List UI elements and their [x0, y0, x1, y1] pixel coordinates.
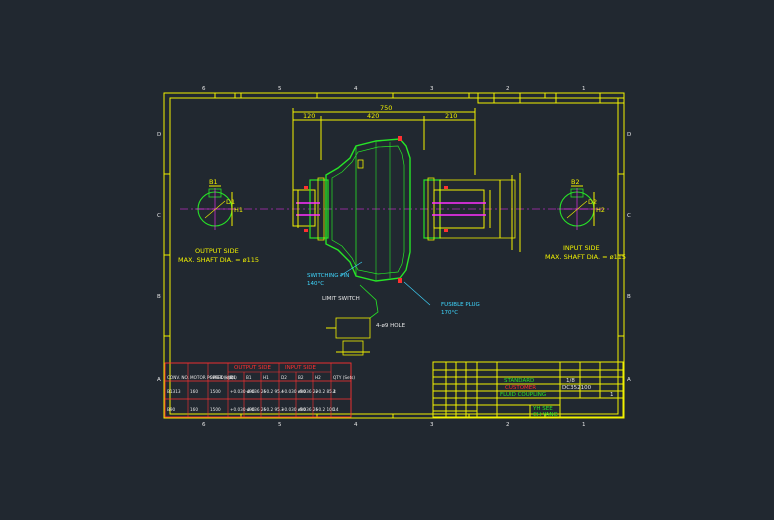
spec-data-cell: +0.030 ø90	[281, 389, 306, 394]
title-standard: STANDARD	[504, 378, 534, 384]
spec-header-cell: QTY (Sets)	[333, 375, 355, 380]
title-scale: 1/8	[566, 378, 575, 384]
spec-data-cell: 2	[333, 389, 336, 394]
spec-data-cell: -0.036 25	[246, 407, 266, 412]
switching-pin-label: SWITCHING PIN	[307, 273, 349, 279]
top-dimensions: 750 120 420 210	[292, 104, 476, 190]
col-label-top: 5	[278, 86, 282, 92]
spec-data-cell: +0.2 95.4	[263, 389, 284, 394]
col-label-bottom: 3	[430, 422, 434, 428]
spec-data-cell: +0.030 ø90	[230, 389, 255, 394]
title-checked: CH YANG	[533, 412, 558, 418]
spec-group-input: INPUT SIDE	[285, 365, 317, 371]
output-side-title: OUTPUT SIDE	[195, 247, 239, 255]
row-label-left: C	[157, 213, 161, 219]
col-label-bottom: 2	[506, 422, 510, 428]
fusible-plug-label: FUSIBLE PLUG	[441, 302, 480, 308]
spec-data-cell: -0.036 25	[246, 389, 266, 394]
row-labels: D C B A D C B A	[157, 132, 631, 383]
spec-data-cell: -0.036 22	[298, 389, 318, 394]
switching-pin-temp: 140°C	[307, 281, 324, 287]
col-label-bottom: 5	[278, 422, 282, 428]
input-h-label: H2	[596, 206, 605, 214]
output-max-shaft: MAX. SHAFT DIA. = ø115	[178, 256, 259, 264]
callouts: SWITCHING PIN 140°C LIMIT SWITCH FUSIBLE…	[307, 261, 480, 356]
spec-header-cell: SPEED (rpm)	[210, 375, 237, 380]
col-label-bottom: 1	[582, 422, 586, 428]
row-label-left: A	[157, 377, 161, 383]
spec-header-cell: MOTOR POWER (kW)	[190, 375, 234, 380]
spec-data-cell: +0.030 ø90	[230, 407, 255, 412]
column-labels: 6 5 4 3 2 1 6 5 4 3 2 1	[202, 86, 586, 428]
title-customer: CUSTOMER	[505, 385, 536, 391]
title-block: STANDARD CUSTOMER FLUID COUPLING 1/8 DC3…	[432, 361, 624, 418]
spec-data-cell: +0.030 ø90	[281, 407, 306, 412]
spec-data-cell: -0.036 25	[298, 407, 318, 412]
output-h-label: H1	[234, 206, 243, 214]
spec-header-cell: H2	[315, 375, 321, 380]
spec-header-cell: D1	[230, 375, 236, 380]
input-b-label: B2	[571, 178, 580, 186]
spec-data-cell: +0.2 95.3	[263, 407, 284, 412]
hole-label: 4-ø9 HOLE	[376, 323, 406, 329]
spec-data-cell: 1500	[210, 407, 221, 412]
row-label-left: D	[157, 132, 161, 138]
spec-header-cell: B2	[298, 375, 304, 380]
input-max-shaft: MAX. SHAFT DIA. = ø115	[545, 253, 626, 261]
row-label-right: C	[627, 213, 631, 219]
coupling-body	[180, 136, 612, 283]
spec-header-cell: D2	[281, 375, 287, 380]
dim-mid: 420	[367, 112, 379, 120]
title-drawing-no: DC352100	[562, 385, 592, 391]
spec-data-cell: B90	[167, 407, 176, 412]
spec-header-cell: H1	[263, 375, 269, 380]
title-approved: YH SEE	[532, 406, 553, 412]
input-side-view: B2 H2 D2 INPUT SIDE MAX. SHAFT DIA. = ø1…	[545, 178, 626, 261]
col-label-top: 3	[430, 86, 434, 92]
output-side-view: B1 H1 D1 OUTPUT SIDE MAX. SHAFT DIA. = ø…	[178, 178, 259, 264]
col-label-bottom: 4	[354, 422, 358, 428]
limit-switch-label: LIMIT SWITCH	[322, 296, 360, 302]
col-label-top: 1	[582, 86, 586, 92]
output-b-label: B1	[209, 178, 218, 186]
col-label-top: 2	[506, 86, 510, 92]
spec-data-cell: 1	[333, 407, 336, 412]
spec-data-cell: 160	[190, 389, 198, 394]
input-side-title: INPUT SIDE	[563, 244, 600, 252]
spec-data-cell: 1500	[210, 389, 221, 394]
spec-table: OUTPUT SIDE INPUT SIDE CONV. NO.MOTOR PO…	[164, 362, 355, 418]
row-label-right: B	[627, 294, 631, 300]
row-label-left: B	[157, 294, 161, 300]
dim-right: 210	[445, 112, 457, 120]
spec-data-cell: +0.2 85.4	[315, 389, 336, 394]
col-label-top: 6	[202, 86, 206, 92]
col-label-top: 4	[354, 86, 358, 92]
dim-left: 120	[303, 112, 315, 120]
spec-header-cell: CONV. NO.	[167, 375, 189, 380]
col-label-bottom: 6	[202, 422, 206, 428]
input-d-label: D2	[588, 198, 597, 206]
spec-data-cell: B1313	[167, 389, 181, 394]
spec-data-cell: 160	[190, 407, 198, 412]
dim-overall: 750	[380, 104, 392, 112]
output-d-label: D1	[226, 198, 235, 206]
title-name: FLUID COUPLING	[500, 392, 546, 398]
title-sheet: 1	[610, 392, 614, 398]
spec-data-cell: +0.2 100.4	[315, 407, 339, 412]
spec-group-output: OUTPUT SIDE	[234, 365, 272, 371]
row-label-right: A	[627, 377, 631, 383]
fusible-plug-temp: 170°C	[441, 310, 458, 316]
row-label-right: D	[627, 132, 631, 138]
spec-header-cell: B1	[246, 375, 252, 380]
